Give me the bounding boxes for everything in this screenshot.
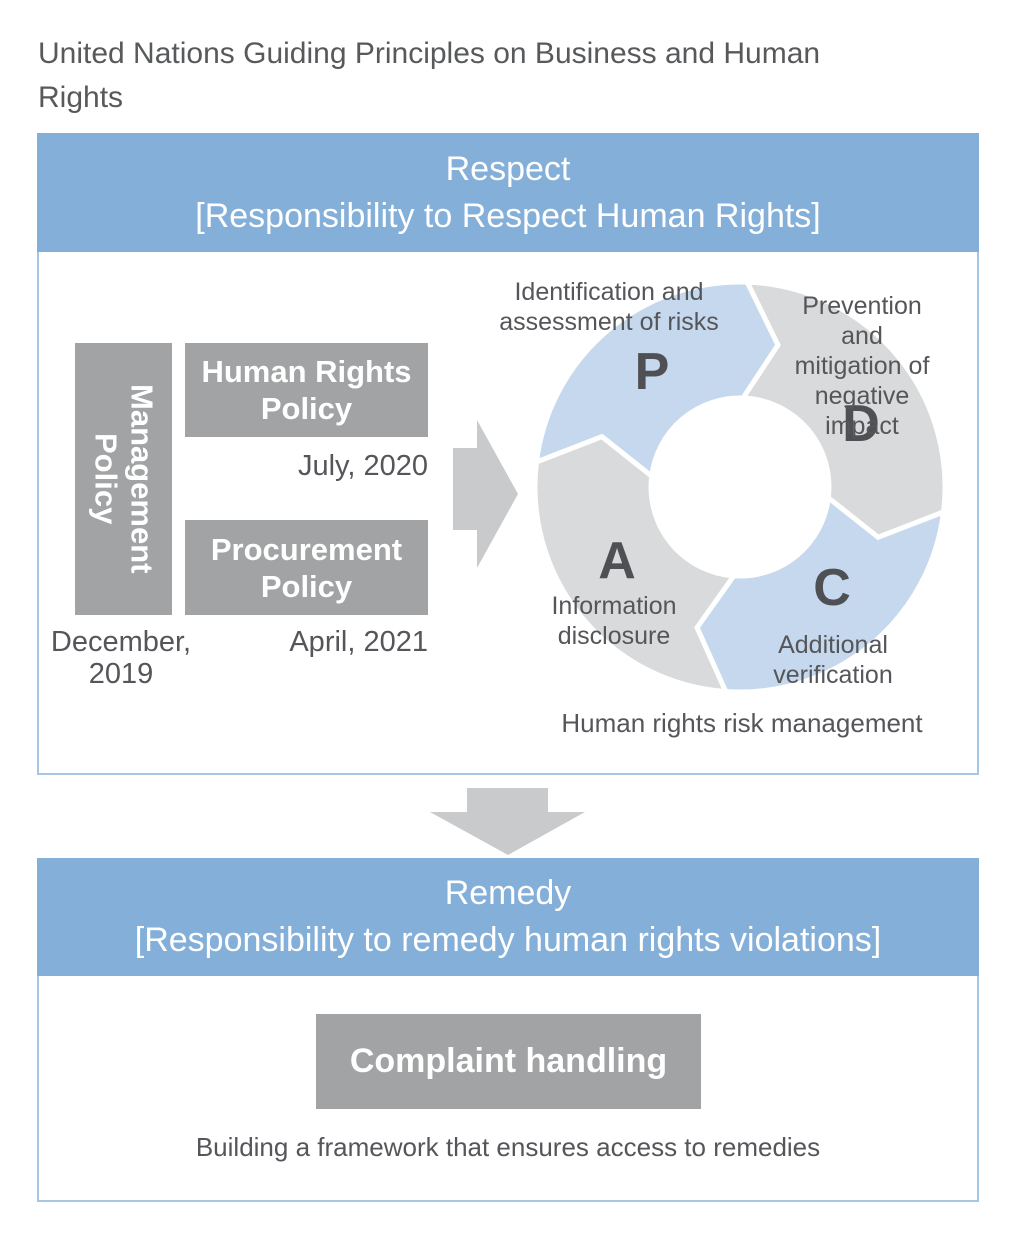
human-rights-policy-date: July, 2020 [297, 450, 428, 482]
right-arrow-shape [453, 420, 518, 568]
procurement-policy-box: Procurement Policy [185, 520, 428, 615]
right-arrow-icon [453, 420, 518, 568]
human-rights-policy-label: Human Rights Policy [201, 354, 412, 426]
pdca-segment-do [738, 279, 948, 541]
remedy-header-title: Remedy [444, 874, 572, 912]
pdca-segment-plan [533, 279, 781, 481]
pdca-segment-check [694, 493, 947, 695]
pdca-caption: Human rights risk management [561, 708, 923, 738]
remedy-caption: Building a framework that ensures access… [195, 1132, 821, 1162]
pdca-label-check: Additional verification [773, 631, 893, 689]
management-policy-date: December, 2019 [50, 626, 192, 690]
pdca-label-plan: Identification and assessment of risks [499, 278, 719, 336]
page-title: United Nations Guiding Principles on Bus… [38, 37, 821, 114]
respect-header: Respect [Responsibility to Respect Human… [37, 133, 979, 252]
management-policy-box: Management Policy [75, 343, 172, 615]
complaint-handling-box: Complaint handling [316, 1014, 701, 1109]
remedy-header-subtitle: [Responsibility to remedy human rights v… [134, 921, 882, 959]
respect-header-subtitle: [Responsibility to Respect Human Rights] [195, 196, 821, 235]
pdca-letter-p: P [634, 343, 670, 401]
pdca-letter-a: A [598, 532, 636, 590]
procurement-policy-date: April, 2021 [289, 626, 428, 658]
pdca-label-act: Information disclosure [551, 592, 677, 650]
pdca-letter-c: C [813, 559, 851, 617]
pdca-letter-d: D [842, 395, 880, 453]
pdca-segment-act [532, 433, 739, 695]
management-policy-label: Management Policy [88, 384, 160, 574]
down-arrow-icon [430, 788, 585, 855]
down-arrow-shape [430, 788, 585, 855]
respect-header-title: Respect [445, 149, 571, 188]
pdca-cycle-diagram [532, 279, 948, 695]
pdca-label-do: Prevention and mitigation of negative im… [794, 292, 930, 440]
remedy-header: Remedy [Responsibility to remedy human r… [37, 858, 979, 976]
complaint-handling-label: Complaint handling [349, 1042, 668, 1080]
procurement-policy-label: Procurement Policy [210, 531, 403, 604]
human-rights-policy-box: Human Rights Policy [185, 343, 428, 437]
